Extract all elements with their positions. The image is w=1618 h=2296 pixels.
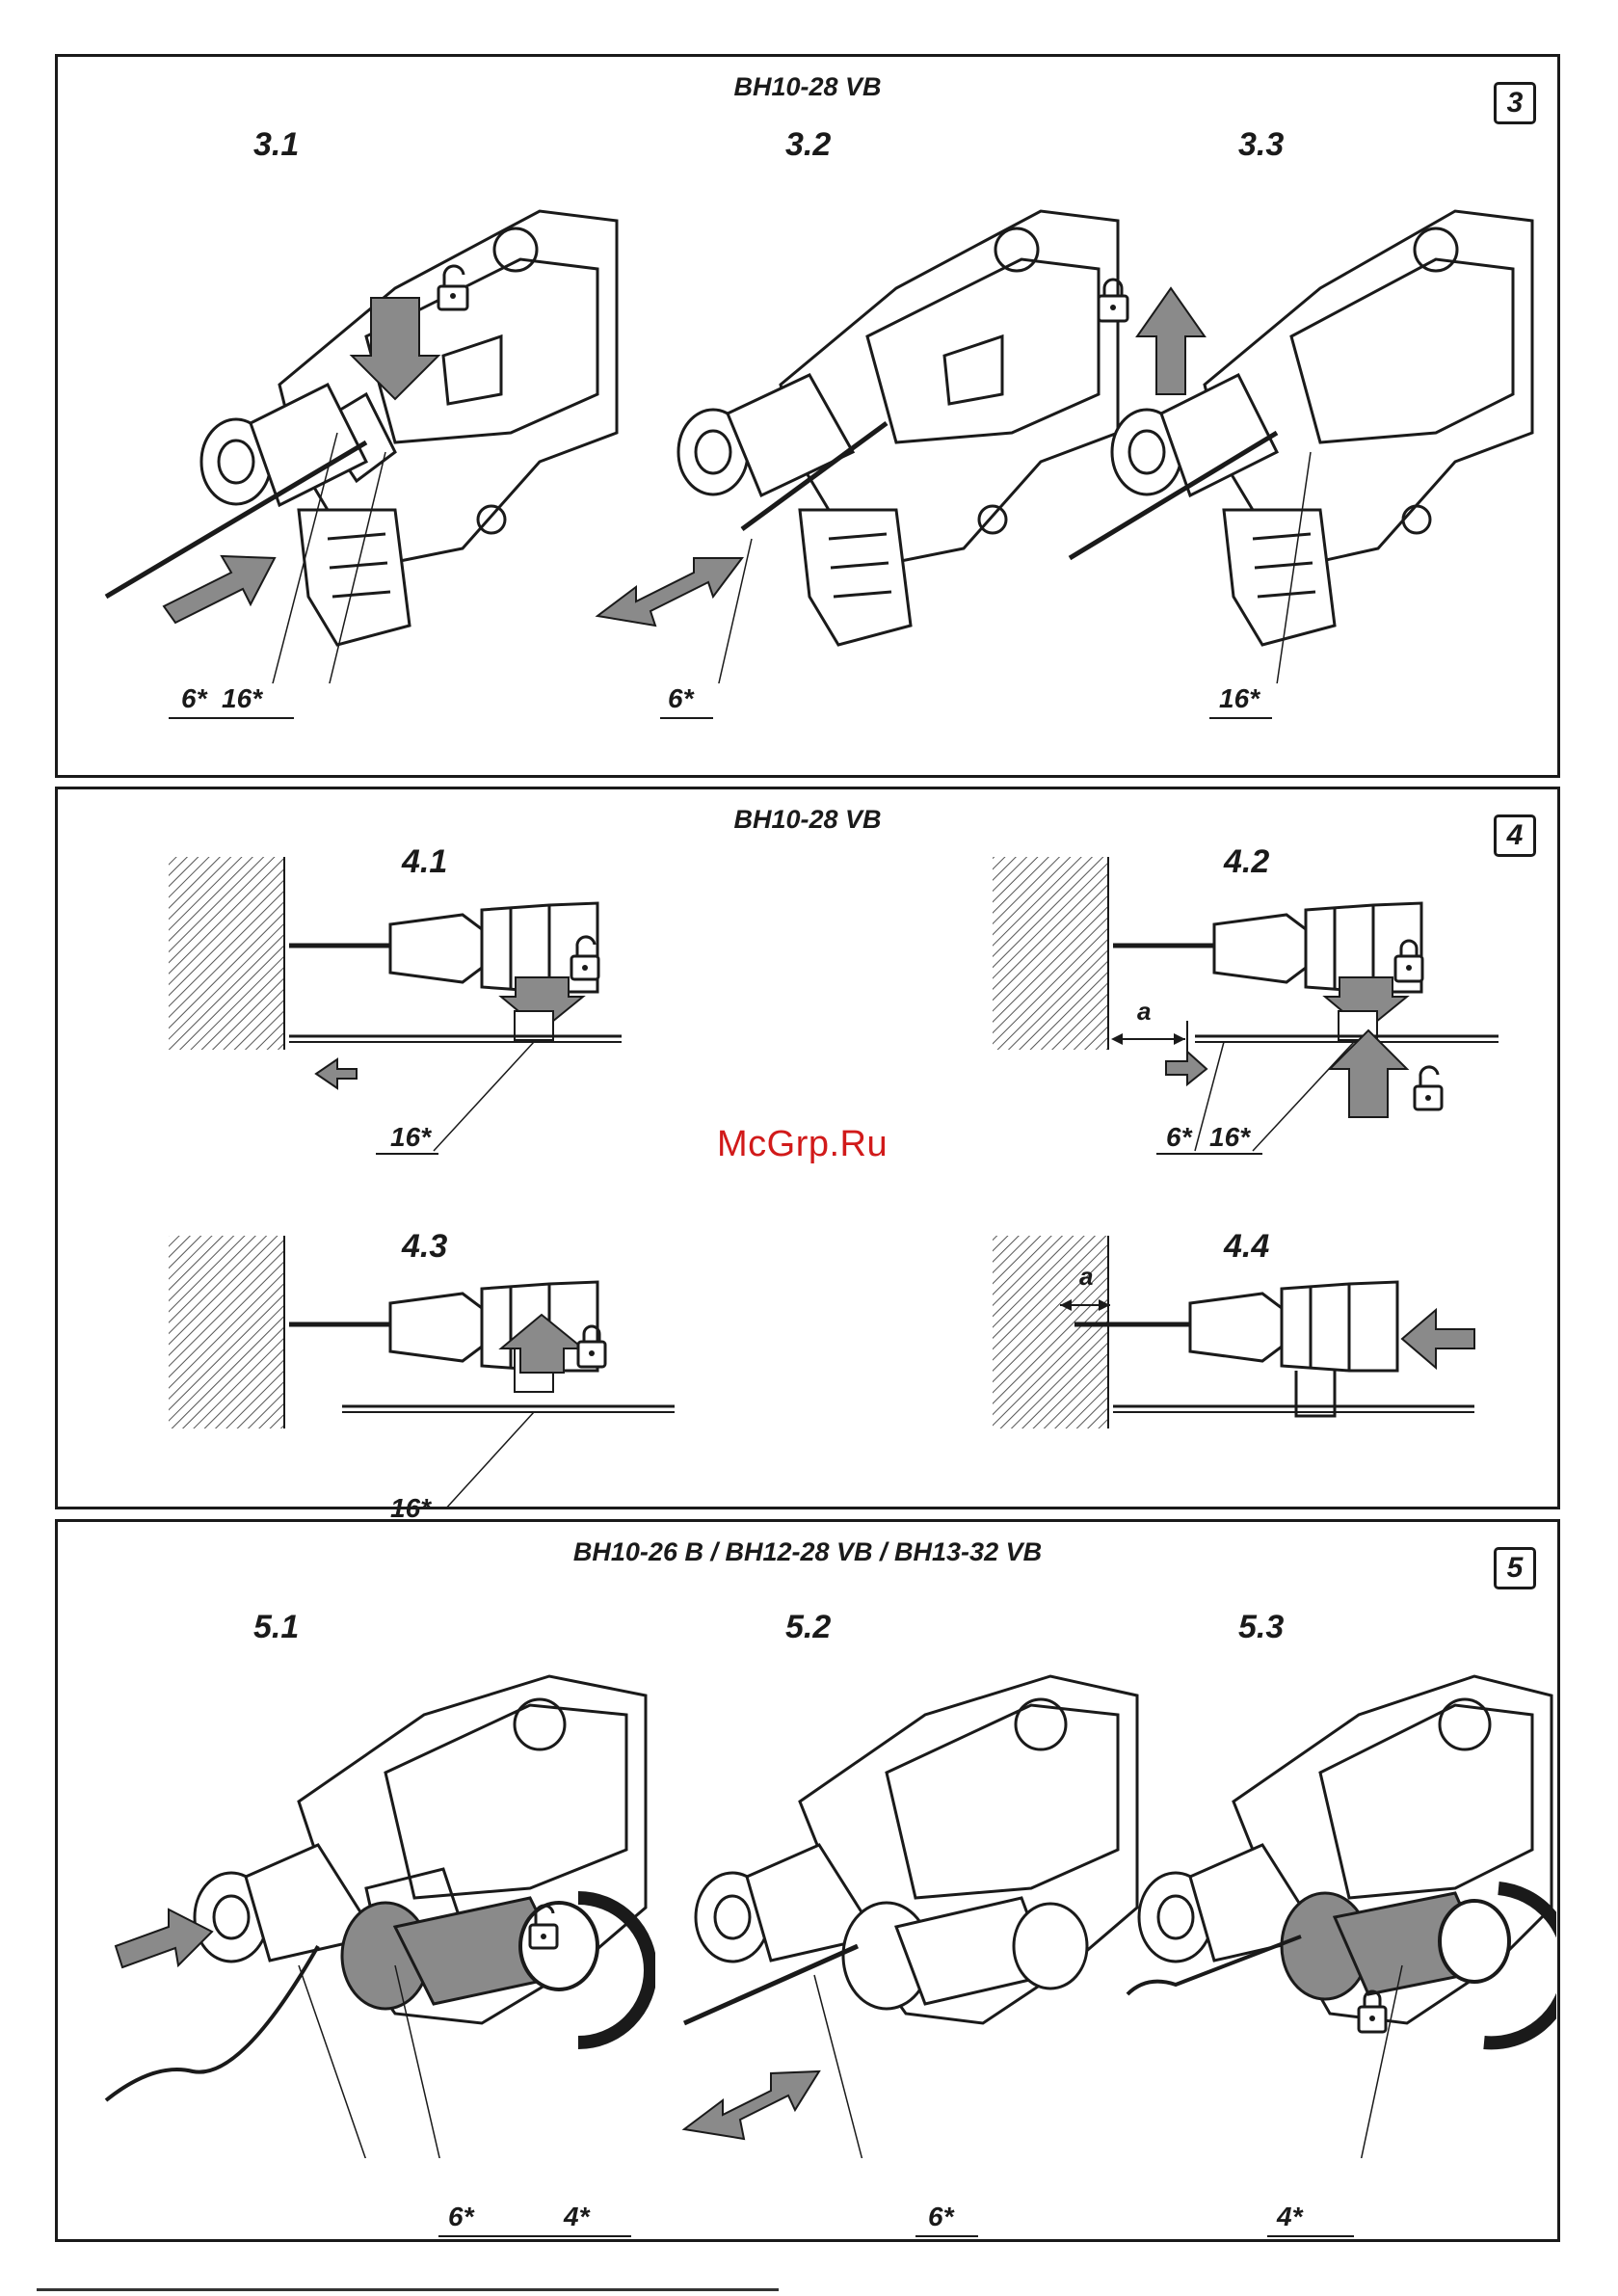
watermark: McGrp.Ru [717,1124,888,1165]
step-label-5-3: 5.3 [1238,1609,1284,1646]
hammer-drill-illustration-5-1 [77,1657,655,2158]
lock-closed-icon [1099,280,1127,321]
model-title: BH10-26 B / BH12-28 VB / BH13-32 VB [58,1537,1557,1567]
figure-number-badge: 3 [1494,82,1536,124]
callout-6-3-2: 6* [668,683,693,714]
figure-number-badge: 5 [1494,1547,1536,1589]
callout-6-4-2: 6* [1166,1122,1191,1153]
callout-16-4-1: 16* [390,1122,431,1153]
footer-rule [37,2288,779,2291]
callout-6-5-1: 6* [448,2202,473,2232]
double-arrow-icon [597,558,742,626]
callout-16-3-3: 16* [1219,683,1260,714]
callout-6-5-2: 6* [928,2202,953,2232]
dimension-label-a: a [1137,997,1151,1027]
dimension-label-a-4-4: a [1079,1262,1093,1292]
callout-16-3-1: 16* [222,683,262,714]
callout-4-5-1: 4* [564,2202,589,2232]
figure-panel-5: BH10-26 B / BH12-28 VB / BH13-32 VB 5 5.… [55,1519,1560,2242]
figure-panel-3: BH10-28 VB 3 3.1 3.2 3.3 [55,54,1560,778]
model-title: BH10-28 VB [58,72,1557,102]
step-label-5-2: 5.2 [785,1609,831,1646]
hammer-drill-illustration-3-1 [77,144,655,683]
step-label-5-1: 5.1 [253,1609,299,1646]
callout-16-4-2: 16* [1209,1122,1250,1153]
callout-4-5-3: 4* [1277,2202,1302,2232]
hammer-drill-illustration-5-3 [1118,1657,1556,2158]
double-arrow-icon [684,2071,819,2139]
hammer-drill-illustration-5-2 [665,1657,1147,2158]
lock-open-icon [1415,1067,1442,1109]
hammer-drill-illustration-3-3 [1031,144,1552,683]
callout-6-3-1: 6* [181,683,206,714]
